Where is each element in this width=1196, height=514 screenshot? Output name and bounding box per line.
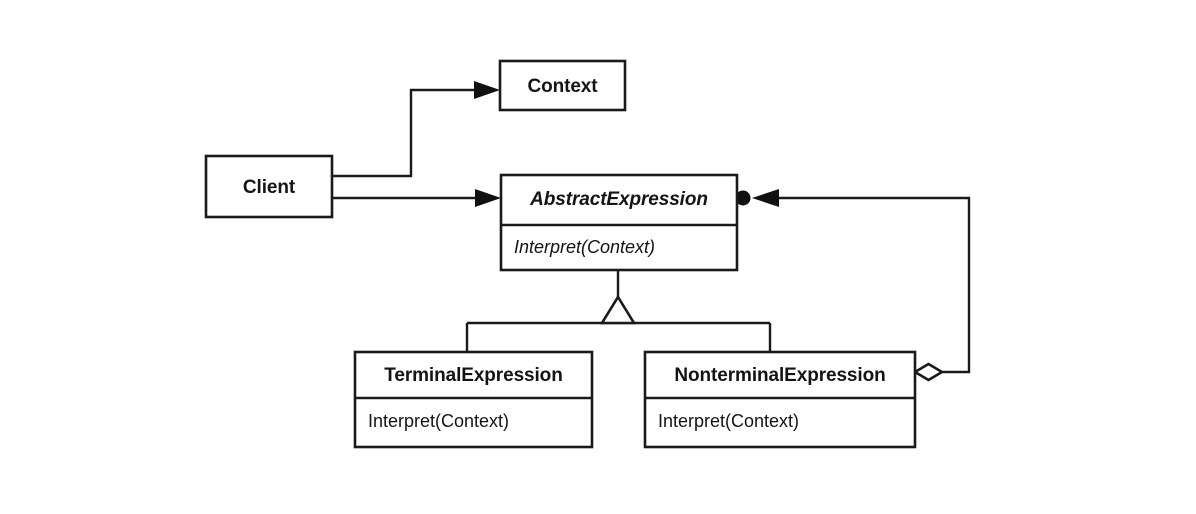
relationship-generalization-tree (465, 270, 772, 352)
relationship-nonterminal-aggregates-abstractexpression (735, 189, 971, 382)
class-name-client: Client (243, 177, 296, 198)
class-name-terminal-expression: TerminalExpression (384, 365, 562, 386)
connector-line-client-context (332, 88, 488, 178)
navigability-dot-icon (735, 190, 751, 206)
class-box-client-frame (204, 154, 334, 219)
class-box-terminal-expression[interactable]: TerminalExpression Interpret(Context) (353, 350, 594, 449)
class-box-nonterminal-expression-frame (643, 350, 917, 449)
class-box-context-frame (498, 59, 627, 112)
aggregation-diamond-icon (912, 362, 945, 382)
class-operation-terminal-expression: Interpret(Context) (368, 411, 509, 431)
solid-arrowhead-icon (475, 189, 501, 207)
relationship-client-to-context (332, 81, 500, 178)
class-operation-nonterminal-expression: Interpret(Context) (658, 411, 799, 431)
solid-arrowhead-icon (474, 81, 500, 99)
class-box-context[interactable]: Context (498, 59, 627, 112)
class-box-client[interactable]: Client (204, 154, 334, 219)
relationship-client-to-abstractexpression (332, 189, 501, 207)
class-name-nonterminal-expression: NonterminalExpression (674, 365, 885, 386)
solid-arrowhead-icon (752, 189, 779, 207)
class-name-abstract-expression: AbstractExpression (529, 189, 708, 210)
class-box-terminal-expression-frame (353, 350, 594, 449)
class-name-context: Context (527, 76, 598, 97)
connector-line-aggregation-path (762, 196, 971, 374)
class-operation-abstract-expression: Interpret(Context) (514, 237, 655, 257)
class-box-nonterminal-expression[interactable]: NonterminalExpression Interpret(Context) (643, 350, 917, 449)
class-box-abstract-expression-frame (499, 173, 739, 272)
class-box-abstract-expression[interactable]: AbstractExpression Interpret(Context) (499, 173, 739, 272)
generalization-triangle-icon (599, 294, 637, 325)
